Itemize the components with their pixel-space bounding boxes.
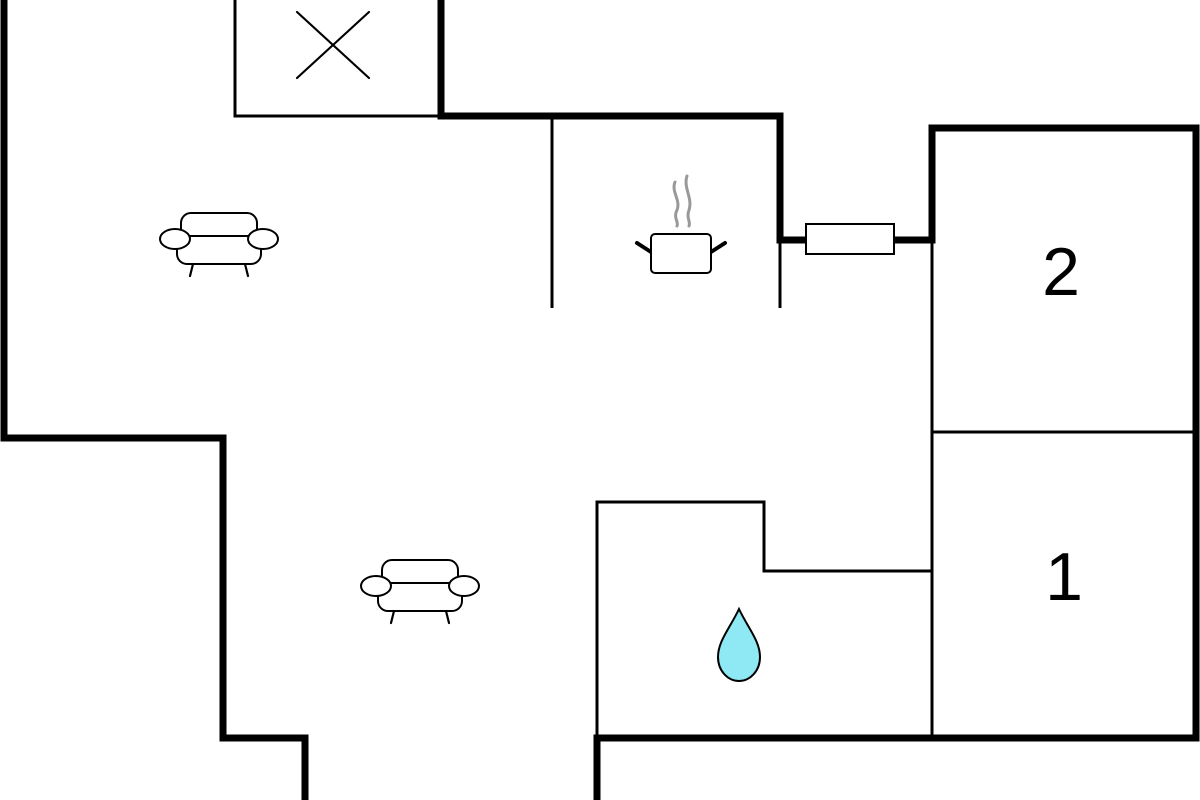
stair-opening-x-icon xyxy=(295,10,371,80)
wall-north-upper xyxy=(437,0,1200,800)
radiator-icon xyxy=(805,223,895,255)
water-drop-icon xyxy=(716,606,762,683)
wall-west-upper xyxy=(0,0,309,800)
bathroom-partition xyxy=(595,500,932,738)
stair-opening-outline xyxy=(233,0,441,118)
sofa-icon xyxy=(159,212,279,278)
cooking-pot-icon xyxy=(635,174,727,274)
sofa-icon-lower xyxy=(360,559,480,625)
room-number-2: 2 xyxy=(1042,234,1080,310)
interior-partitions xyxy=(233,0,1196,738)
room-number-1: 1 xyxy=(1045,539,1083,615)
